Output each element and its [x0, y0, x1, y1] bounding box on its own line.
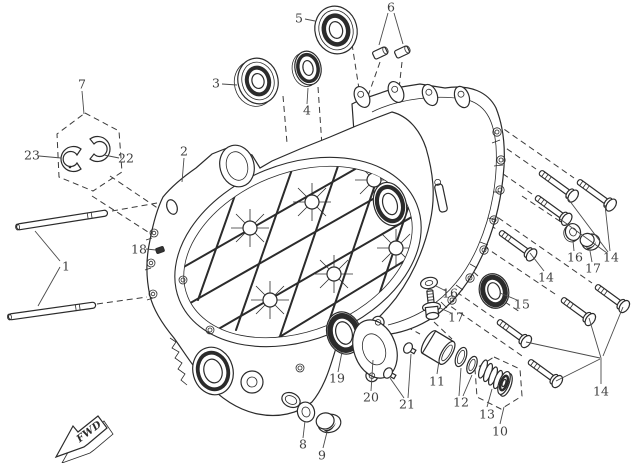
- callout-14: 14: [593, 384, 609, 399]
- stiffening-ribs: [167, 134, 438, 370]
- bearing-large: [314, 5, 358, 55]
- callout-14: 14: [538, 270, 554, 285]
- gear-shaft-bore: [372, 181, 408, 227]
- dowel-pins: [372, 45, 411, 60]
- cover-edge-ribs: [440, 139, 504, 309]
- strainer-spring: [477, 359, 513, 397]
- callout-20: 20: [363, 390, 379, 405]
- callout-5: 5: [295, 11, 303, 26]
- bearing-shell-22: [89, 135, 111, 163]
- callout-11: 11: [429, 374, 445, 389]
- callout-17: 17: [585, 261, 601, 276]
- callout-21: 21: [399, 397, 415, 412]
- fwd-direction-badge: FWD: [54, 415, 114, 463]
- parts: [6, 5, 631, 434]
- bearing-small: [291, 50, 322, 87]
- callout-1: 1: [62, 259, 70, 274]
- bearing-shell-group: [56, 112, 123, 192]
- drain-plug-group: [296, 401, 342, 434]
- output-shaft-bore: [192, 346, 234, 396]
- bearing-mid: [233, 57, 279, 107]
- callout-13: 13: [479, 407, 495, 422]
- oil-strainer-group: [420, 330, 523, 410]
- flange-bolt: [560, 297, 597, 327]
- flange-bolt: [594, 284, 631, 314]
- bottom-bosses: [178, 275, 367, 409]
- crankcase-half: [144, 111, 438, 417]
- o-ring: [466, 355, 478, 375]
- callout-16: 16: [442, 286, 458, 301]
- callout-14: 14: [603, 250, 619, 265]
- callout-19: 19: [329, 371, 345, 386]
- o-ring: [454, 346, 468, 368]
- stud-bolts: [6, 209, 109, 321]
- flange-bolt: [498, 230, 538, 262]
- crankcase-outline: [146, 111, 434, 417]
- flange-bolt: [496, 319, 533, 349]
- group-hexagon-7: [56, 112, 123, 192]
- cover-plate-group: [352, 315, 417, 383]
- callout-10: 10: [492, 424, 508, 439]
- left-flange-detail: [144, 199, 188, 386]
- washer-drain-bolt: [420, 276, 442, 320]
- strainer-cup: [420, 330, 456, 365]
- flange-bolt: [538, 170, 580, 203]
- washer-plug-right: [563, 222, 601, 251]
- callout-7: 7: [78, 77, 86, 92]
- callout-12: 12: [453, 395, 469, 410]
- callout-9: 9: [318, 448, 326, 463]
- rib-hubs: [231, 161, 415, 319]
- callout-3: 3: [212, 76, 220, 91]
- callout-22: 22: [118, 151, 134, 166]
- hex-plug-9: [315, 412, 342, 434]
- drain-bolt: [421, 288, 442, 320]
- callout-23: 23: [24, 148, 40, 163]
- cover-bolt-bosses: [447, 127, 506, 305]
- callout-16: 16: [567, 250, 583, 265]
- callout-18: 18: [131, 242, 147, 257]
- hex-plug-17r: [579, 232, 601, 251]
- kick-gear-teeth: [169, 337, 188, 386]
- locating-pin: [155, 246, 165, 254]
- callout-8: 8: [299, 437, 307, 452]
- crank-boss: [219, 144, 255, 188]
- sealing-washer-8: [296, 401, 316, 423]
- plate-screw: [382, 367, 397, 380]
- callout-2: 2: [180, 144, 188, 159]
- cover-mounting-ears: [353, 81, 471, 109]
- callout-6: 6: [387, 0, 395, 15]
- bearing-shell-23: [60, 145, 82, 173]
- callout-15: 15: [514, 297, 530, 312]
- leader-lines: [34, 12, 624, 449]
- flange-bolt: [527, 359, 564, 389]
- oil-seal-15: [478, 273, 510, 309]
- callout-4: 4: [303, 103, 311, 118]
- plate-screw: [402, 342, 417, 355]
- spring-cap: [497, 370, 513, 397]
- cover-plate: [352, 315, 398, 383]
- flange-bolt: [576, 179, 618, 212]
- callout-17: 17: [448, 310, 464, 325]
- cover-oil-boss: [434, 178, 448, 213]
- flange-bolts: [496, 170, 631, 389]
